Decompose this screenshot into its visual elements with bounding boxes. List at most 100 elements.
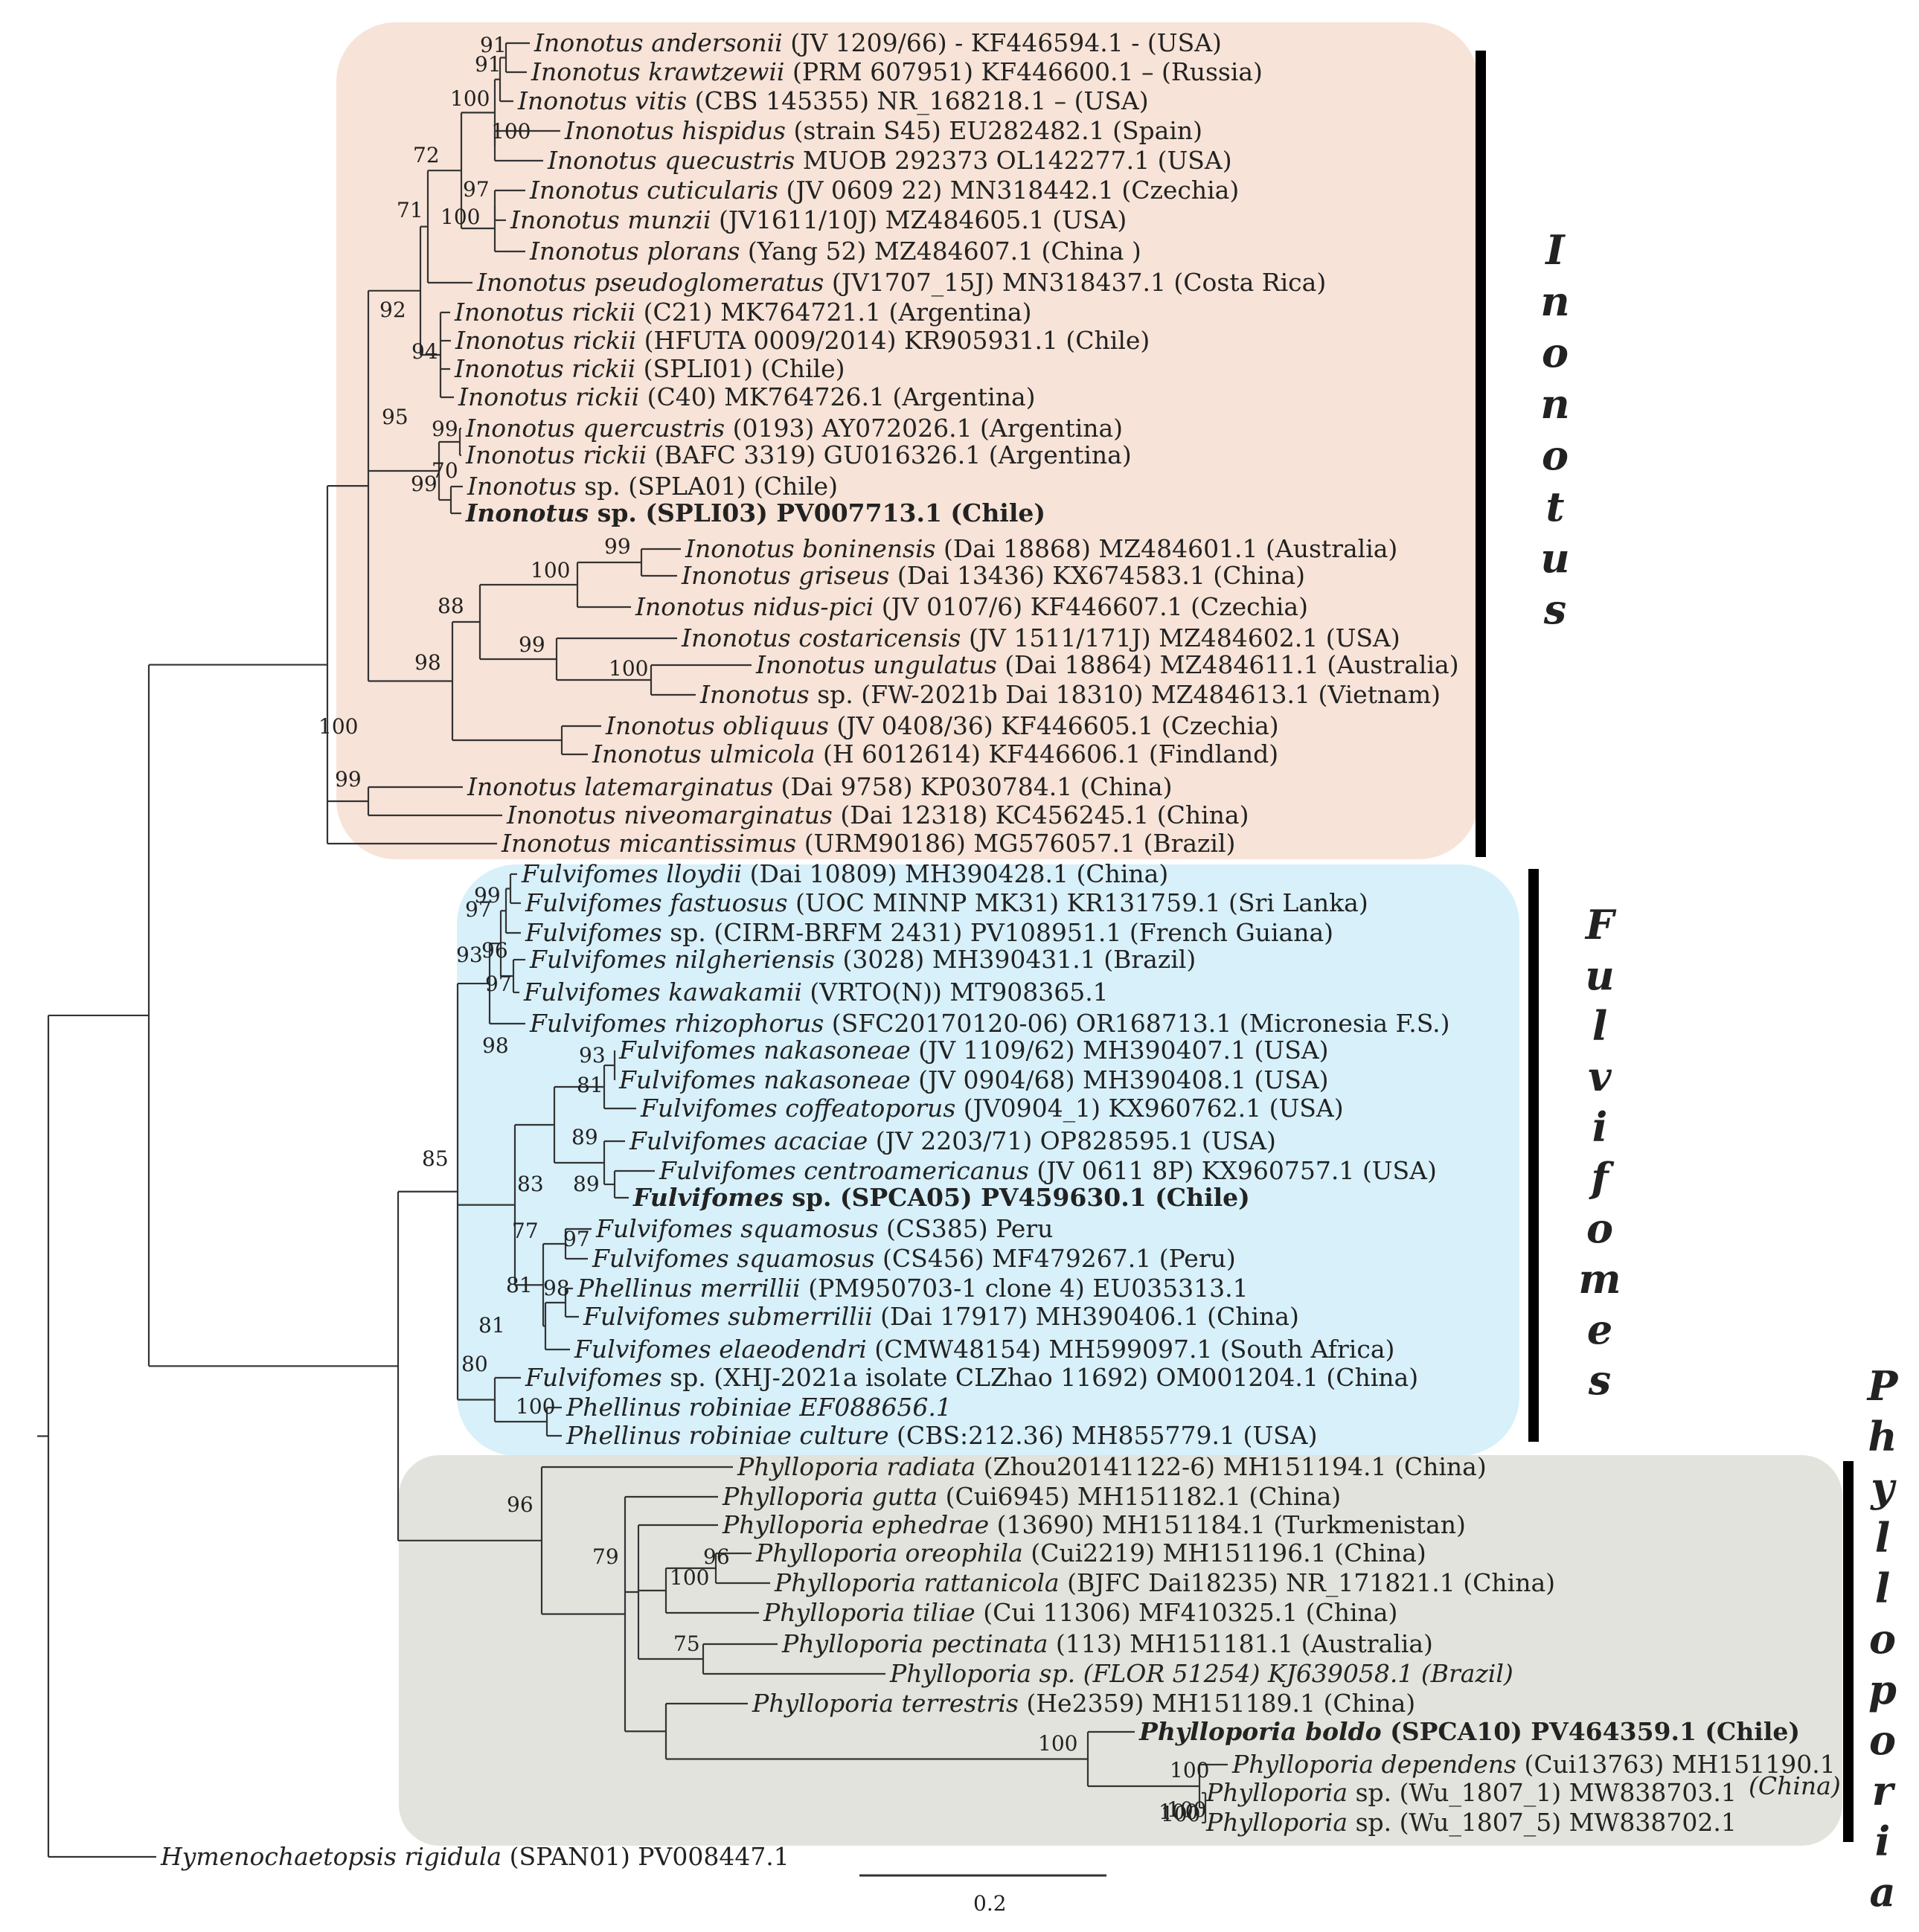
taxon-label-part: PV464359.1 (Chile)	[1522, 1717, 1800, 1746]
clade-letter: P	[1866, 1362, 1899, 1410]
taxon-label-part: (URM90186) MG576057.1 (Brazil)	[796, 829, 1235, 858]
taxon-label: Phylloporia pectinata (113) MH151181.1 (…	[781, 1629, 1433, 1658]
taxon-label-part: sp. (CIRM-BRFM 2431) PV108951.1 (French …	[662, 918, 1333, 947]
clade-letter: l	[1592, 1002, 1608, 1050]
taxon-label-part: Inonotus hispidus	[564, 116, 786, 145]
taxon-label-part: Phylloporia ephedrae	[722, 1510, 989, 1539]
taxon-label-part: (JV 1109/62) MH390407.1 (USA)	[911, 1036, 1329, 1065]
taxon-label-part: (JV1707_15J) MN318437.1 (Costa Rica)	[824, 268, 1326, 298]
taxon-label: Fulvifomes fastuosus (UOC MINNP MK31) KR…	[525, 888, 1368, 917]
support-value: 100	[491, 119, 531, 144]
taxon-label-part: Inonotus munzii	[510, 205, 711, 234]
taxon-label-part: (Dai 17917) MH390406.1 (China)	[873, 1302, 1299, 1331]
taxon-label-part: (HFUTA 0009/2014) KR905931.1 (Chile)	[636, 326, 1150, 355]
taxon-labels: Inonotus andersonii (JV 1209/66) - KF446…	[160, 28, 1836, 1871]
taxon-label-part: MUOB 292373 OL142277.1 (USA)	[795, 146, 1231, 175]
taxon-label-part: (CBS:212.36) MH855779.1 (USA)	[889, 1421, 1318, 1450]
taxon-label-part: Fulvifomes fastuosus	[525, 888, 788, 917]
support-value: 100	[1038, 1731, 1077, 1756]
taxon-label-part: (CBS 145355) NR_168218.1 – (USA)	[687, 86, 1148, 116]
clade-letter: t	[1546, 483, 1565, 530]
taxon-label-part: (PRM 607951) KF446600.1 – (Russia)	[784, 57, 1262, 86]
taxon-label: Phylloporia rattanicola (BJFC Dai18235) …	[774, 1568, 1555, 1598]
taxon-label: Inonotus nidus-pici (JV 0107/6) KF446607…	[635, 592, 1308, 621]
clade-letter: s	[1588, 1356, 1611, 1404]
taxon-label: Phylloporia tiliae (Cui 11306) MF410325.…	[763, 1598, 1397, 1627]
support-value: 99	[335, 767, 362, 792]
support-value: 100	[1170, 1758, 1209, 1782]
clade-letter: l	[1875, 1564, 1891, 1612]
taxon-label-part: Fulvifomes coffeatoporus	[640, 1094, 955, 1123]
taxon-label-part: (Dai 10809) MH390428.1 (China)	[742, 859, 1168, 888]
support-value: 93	[579, 1043, 606, 1068]
clade-letter: v	[1588, 1053, 1612, 1100]
taxon-label-part: (3028) MH390431.1 (Brazil)	[835, 945, 1196, 974]
support-value: 97	[465, 897, 492, 922]
taxon-label: Inonotus rickii (C40) MK764726.1 (Argent…	[458, 382, 1036, 411]
taxon-label: Inonotus rickii (HFUTA 0009/2014) KR9059…	[455, 326, 1150, 355]
taxon-label-part: Inonotus quecustris	[547, 146, 795, 175]
clade-letter: n	[1540, 277, 1569, 325]
taxon-label-part: Phellinus merrillii	[577, 1274, 801, 1303]
taxon-label: Phylloporia sp. (Wu_1807_1) MW838703.1	[1205, 1778, 1737, 1808]
taxon-label-part: Fulvifomes nakasoneae	[618, 1065, 911, 1094]
taxon-label: Inonotus rickii (BAFC 3319) GU016326.1 (…	[465, 440, 1132, 469]
clade-box-fulvifomes	[457, 864, 1519, 1456]
taxon-label: Inonotus plorans (Yang 52) MZ484607.1 (C…	[529, 237, 1141, 266]
taxon-label-part: Fulvifomes	[525, 918, 662, 947]
taxon-label-part: (BAFC 3319) GU016326.1 (Argentina)	[647, 440, 1132, 469]
support-value: 81	[577, 1073, 603, 1097]
taxon-label: Fulvifomes sp. (SPCA05) PV459630.1 (Chil…	[632, 1183, 1250, 1212]
taxon-label-part: (Dai 9758) KP030784.1 (China)	[773, 772, 1172, 801]
taxon-label: Inonotus quecustris MUOB 292373 OL142277…	[547, 146, 1232, 175]
taxon-label-part: Fulvifomes	[632, 1183, 784, 1212]
support-value: 95	[382, 405, 409, 429]
taxon-label-part: Fulvifomes kawakamii	[523, 978, 802, 1007]
support-value: 96	[481, 938, 508, 963]
support-value: 100	[531, 558, 570, 583]
taxon-label: Phellinus robiniae EF088656.1	[566, 1393, 952, 1422]
taxon-label-part: Fulvifomes	[525, 1363, 662, 1392]
taxon-label-part: Inonotus obliquus	[605, 711, 829, 740]
taxon-label-part: (JV 0611 8P) KX960757.1 (USA)	[1029, 1156, 1437, 1185]
taxon-label: Phylloporia sp. (FLOR 51254) KJ639058.1 …	[889, 1659, 1513, 1688]
taxon-label-part: (PM950703-1 clone 4) EU035313.1	[801, 1274, 1249, 1303]
taxon-label-part: (CS456) MF479267.1 (Peru)	[875, 1244, 1236, 1273]
taxon-label: Fulvifomes acaciae (JV 2203/71) OP828595…	[629, 1126, 1276, 1155]
support-value: 99	[604, 534, 631, 559]
taxon-label: Inonotus ungulatus (Dai 18864) MZ484611.…	[755, 650, 1459, 679]
taxon-label: Fulvifomes nakasoneae (JV 0904/68) MH390…	[618, 1065, 1329, 1094]
clade-letter: f	[1588, 1154, 1614, 1201]
taxon-label: Fulvifomes kawakamii (VRTO(N)) MT908365.…	[523, 978, 1109, 1007]
taxon-label-part: Inonotus rickii	[465, 440, 647, 469]
taxon-label-part: Inonotus rickii	[454, 298, 635, 327]
taxon-label-part: Fulvifomes rhizophorus	[529, 1009, 824, 1038]
clade-letter: o	[1869, 1615, 1896, 1663]
taxon-label-part: (Dai 18864) MZ484611.1 (Australia)	[997, 650, 1459, 679]
taxon-label: Inonotus rickii (C21) MK764721.1 (Argent…	[454, 298, 1032, 327]
support-value: 71	[397, 198, 423, 222]
support-value: 99	[519, 632, 545, 657]
taxon-label-part: Inonotus rickii	[458, 382, 639, 411]
scale-bar-label: 0.2	[973, 1891, 1007, 1916]
taxon-label-part: Phylloporia terrestris	[752, 1689, 1019, 1718]
support-value: 92	[379, 298, 406, 322]
taxon-label: Inonotus vitis (CBS 145355) NR_168218.1 …	[517, 86, 1149, 116]
support-value: 97	[485, 972, 512, 996]
taxon-label-part: Inonotus nidus-pici	[635, 592, 874, 621]
taxon-label-part: (0193) AY072026.1 (Argentina)	[725, 414, 1123, 443]
support-value: 97	[563, 1227, 590, 1251]
taxon-label-part: Phylloporia oreophila	[755, 1538, 1023, 1567]
clade-letter: o	[1869, 1716, 1896, 1764]
taxon-label-part: (SPAN01) PV008447.1	[502, 1842, 789, 1871]
taxon-label: Fulvifomes lloydii (Dai 10809) MH390428.…	[521, 859, 1168, 888]
support-value: 77	[512, 1219, 539, 1243]
taxon-label-part: (strain S45) EU282482.1 (Spain)	[786, 116, 1202, 145]
taxon-label-part: sp. (FW-2021b Dai 18310) MZ484613.1 (Vie…	[810, 680, 1441, 709]
taxon-label-part: (He2359) MH151189.1 (China)	[1019, 1689, 1415, 1718]
support-value: 96	[507, 1492, 534, 1517]
clade-letter: u	[1585, 951, 1614, 999]
taxon-label-part: (H 6012614) KF446606.1 (Findland)	[815, 739, 1278, 768]
clade-letter: F	[1584, 901, 1617, 949]
